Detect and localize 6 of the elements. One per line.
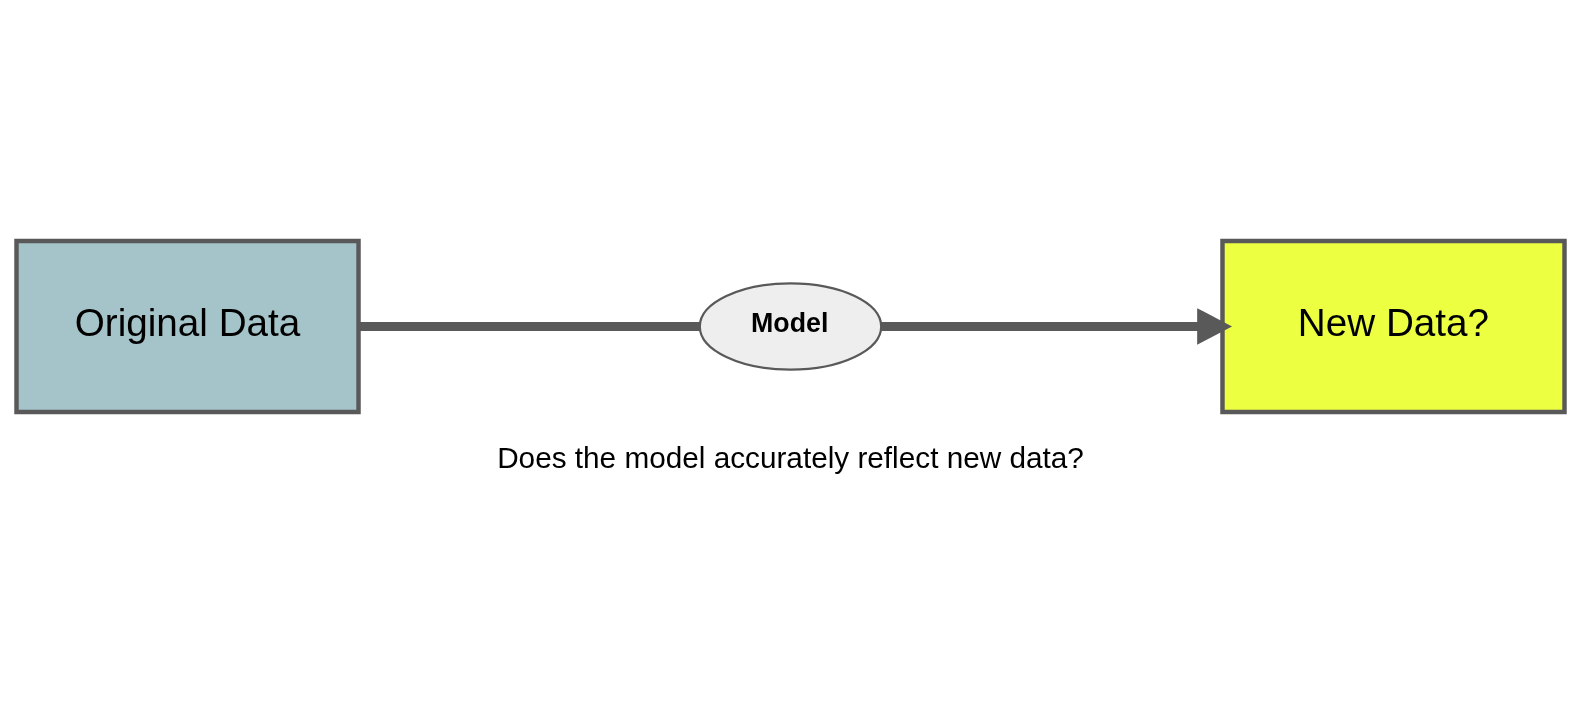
label: Does the model accurately reflect new data? xyxy=(497,440,1084,474)
arrow xyxy=(881,308,1233,345)
node-ellipse: Model xyxy=(698,282,883,371)
node-box: New Data? xyxy=(1220,238,1567,415)
node-box: Original Data xyxy=(14,238,361,415)
connector xyxy=(358,322,700,331)
